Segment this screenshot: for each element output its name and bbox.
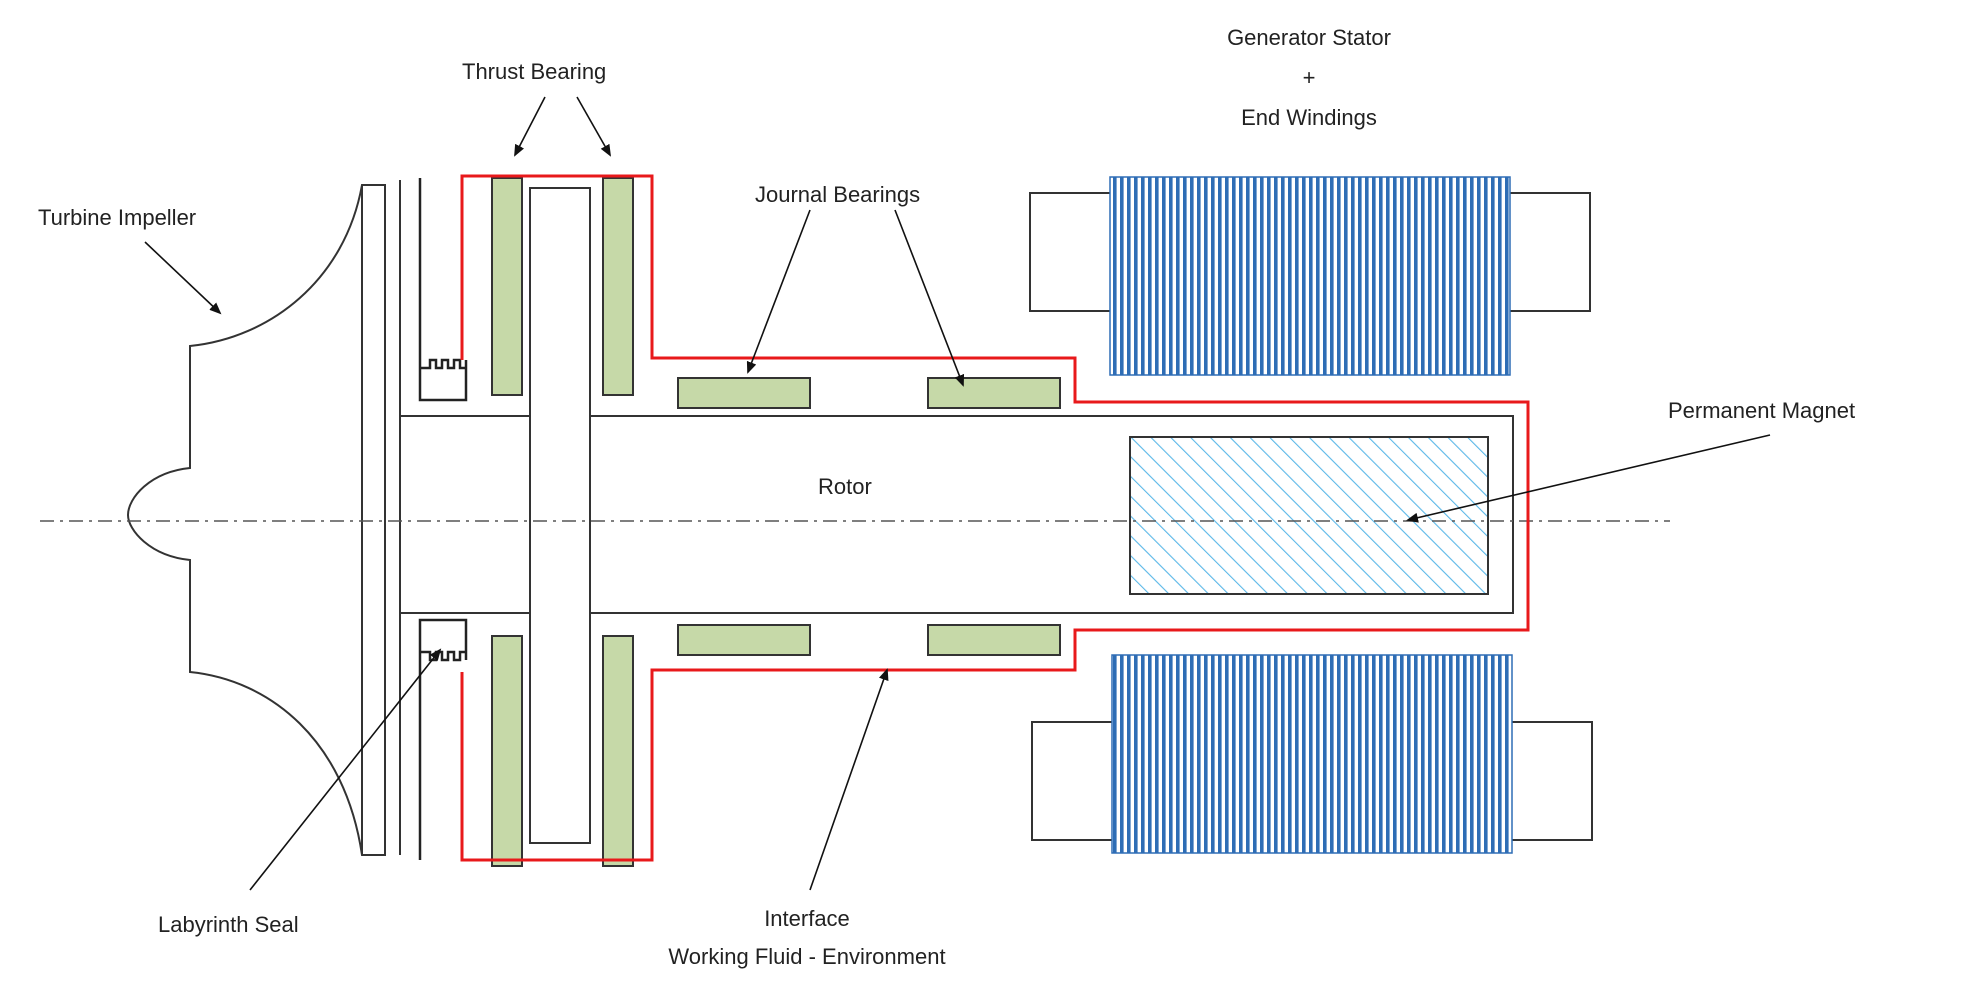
label-permanent-magnet: Permanent Magnet: [1668, 398, 1855, 423]
label-thrust-bearing: Thrust Bearing: [462, 59, 606, 84]
journal-bearing-pads: [677, 377, 1061, 656]
label-labyrinth-seal: Labyrinth Seal: [158, 912, 299, 937]
thrust-disc: [529, 187, 591, 844]
turbine-impeller: [126, 180, 401, 856]
generator-stator-lower: [1031, 654, 1593, 854]
interface-boundary: [460, 174, 1530, 862]
label-rotor: Rotor: [818, 474, 872, 499]
annotation-arrows: [144, 96, 1771, 891]
permanent-magnet: [1129, 436, 1489, 595]
label-working-fluid-environment: Working Fluid - Environment: [668, 944, 945, 969]
label-generator-stator-plus: +: [1303, 65, 1316, 90]
label-journal-bearings: Journal Bearings: [755, 182, 920, 207]
generator-stator-upper: [1029, 176, 1591, 376]
label-generator-stator: Generator Stator: [1227, 25, 1391, 50]
label-end-windings: End Windings: [1241, 105, 1377, 130]
label-interface: Interface: [764, 906, 850, 931]
label-turbine-impeller: Turbine Impeller: [38, 205, 196, 230]
thrust-bearing-pads: [491, 177, 634, 867]
